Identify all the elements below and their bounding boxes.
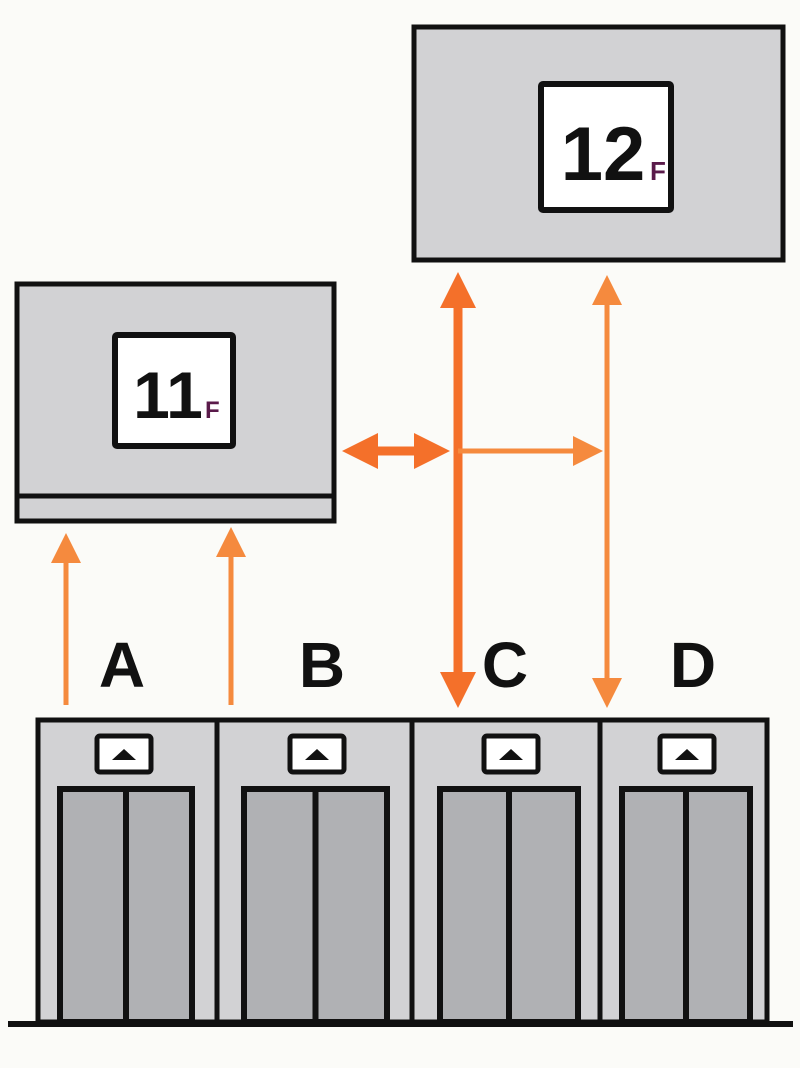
- elevator-label: A: [99, 629, 145, 701]
- elevator-a: [35, 717, 220, 1025]
- floor-11-sign: [112, 332, 236, 449]
- up-arrow-icon: [305, 749, 329, 760]
- elevator-c: [409, 717, 603, 1025]
- elevator-label: D: [670, 629, 716, 701]
- floor-12-number: 12: [561, 112, 646, 197]
- up-arrow-icon: [675, 749, 699, 760]
- elevator-d: [597, 717, 770, 1025]
- floor-11-number: 11: [133, 358, 203, 432]
- floor-11-suffix: F: [205, 397, 220, 424]
- elevator-label: C: [482, 629, 528, 701]
- up-arrow-icon: [112, 749, 136, 760]
- floor-12-suffix: F: [650, 156, 666, 186]
- floor-12-sign: [538, 81, 674, 213]
- up-arrow-icon: [499, 749, 523, 760]
- elevator-label: B: [299, 629, 345, 701]
- floor-12-box: 12 F: [411, 24, 786, 263]
- elevator-b: [214, 717, 415, 1025]
- elevator-bank: A B C D: [35, 629, 770, 1025]
- floor-11-box: 11 F: [14, 281, 337, 524]
- ground-line: [8, 1021, 793, 1027]
